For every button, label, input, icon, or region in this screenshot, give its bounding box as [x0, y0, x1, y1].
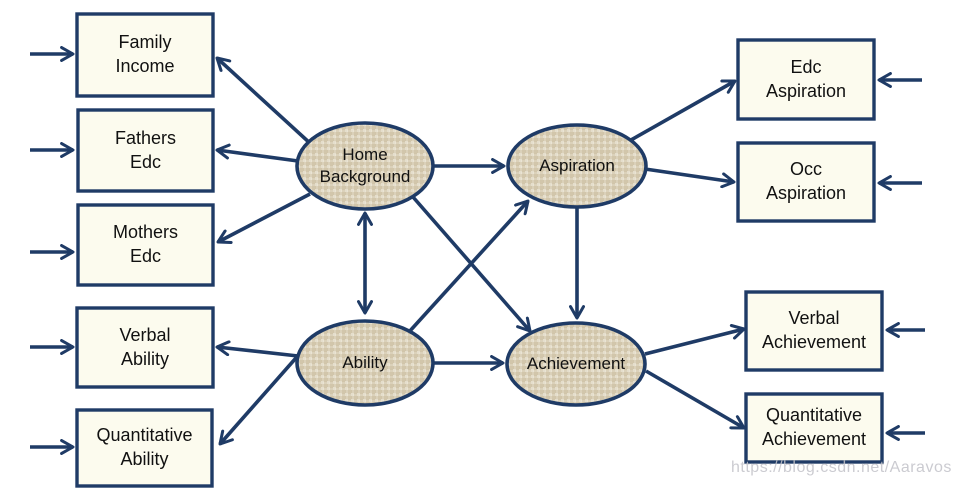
- path-ability-aspiration: [407, 201, 528, 334]
- ellipse-ability: [295, 319, 435, 407]
- watermark-text: https://blog.csdn.net/Aaravos: [731, 459, 952, 476]
- box-occ-aspiration: [736, 141, 876, 223]
- box-verbal-ability: [75, 306, 215, 389]
- loading-ability-quantitativeability: [220, 348, 305, 444]
- box-quantitative-ability: [75, 408, 214, 488]
- ellipse-achievement: [505, 321, 647, 407]
- loading-achievement-quantitativeachievement: [645, 369, 744, 430]
- latent-ellipses: [295, 121, 648, 407]
- loading-ability-verbalability: [217, 347, 299, 358]
- box-quantitative-achievement: [744, 392, 884, 464]
- loading-homebackground-familyincome: [217, 58, 314, 147]
- loading-homebackground-fathersedc: [217, 150, 299, 163]
- box-edc-aspiration: [736, 38, 876, 121]
- loading-aspiration-occaspiration: [644, 167, 734, 182]
- box-verbal-achievement: [744, 290, 884, 372]
- ellipse-home-background: [295, 121, 435, 211]
- ellipse-aspiration: [506, 123, 648, 209]
- box-mothers-edc: [76, 203, 215, 287]
- box-fathers-edc: [76, 108, 215, 193]
- loading-achievement-verbalachievement: [644, 329, 744, 356]
- observed-boxes: [75, 12, 884, 488]
- loading-aspiration-edcaspiration: [630, 79, 735, 142]
- loading-homebackground-mothersedc: [218, 192, 311, 242]
- box-family-income: [75, 12, 215, 98]
- arrows: [30, 54, 925, 447]
